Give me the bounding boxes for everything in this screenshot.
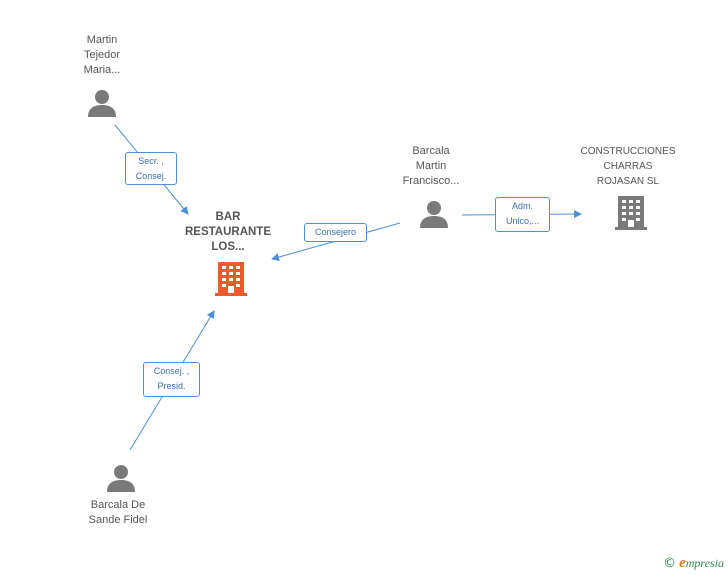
person-icon[interactable] [106,463,136,493]
copyright-symbol: © [663,556,677,571]
building-icon[interactable] [215,262,247,296]
edge-label-consej-presid[interactable]: Consej. , Presid. [143,362,200,397]
node-label-martin-tejedor[interactable]: Martin Tejedor Maria... [83,34,121,76]
node-label-bar-restaurante[interactable]: BAR RESTAURANTE LOS... [184,211,272,253]
person-icon[interactable] [87,88,117,118]
empresia-logo: © empresia [663,555,724,572]
brand-initial: e [679,555,686,571]
node-label-barcala-martin[interactable]: Barcala Martin Francisco... [402,145,460,187]
building-icon[interactable] [615,196,647,230]
person-icon[interactable] [419,199,449,229]
edge-label-adm-unico[interactable]: Adm. Unico,... [495,197,550,232]
edge-label-consejero[interactable]: Consejero [304,223,367,242]
brand-name: mpresia [685,556,724,570]
node-label-construcciones[interactable]: CONSTRUCCIONES CHARRAS ROJASAN SL [580,146,676,187]
node-label-barcala-de-sande[interactable]: Barcala De Sande Fidel [88,499,148,526]
edge-label-secr-consej[interactable]: Secr. , Consej. [125,152,177,185]
